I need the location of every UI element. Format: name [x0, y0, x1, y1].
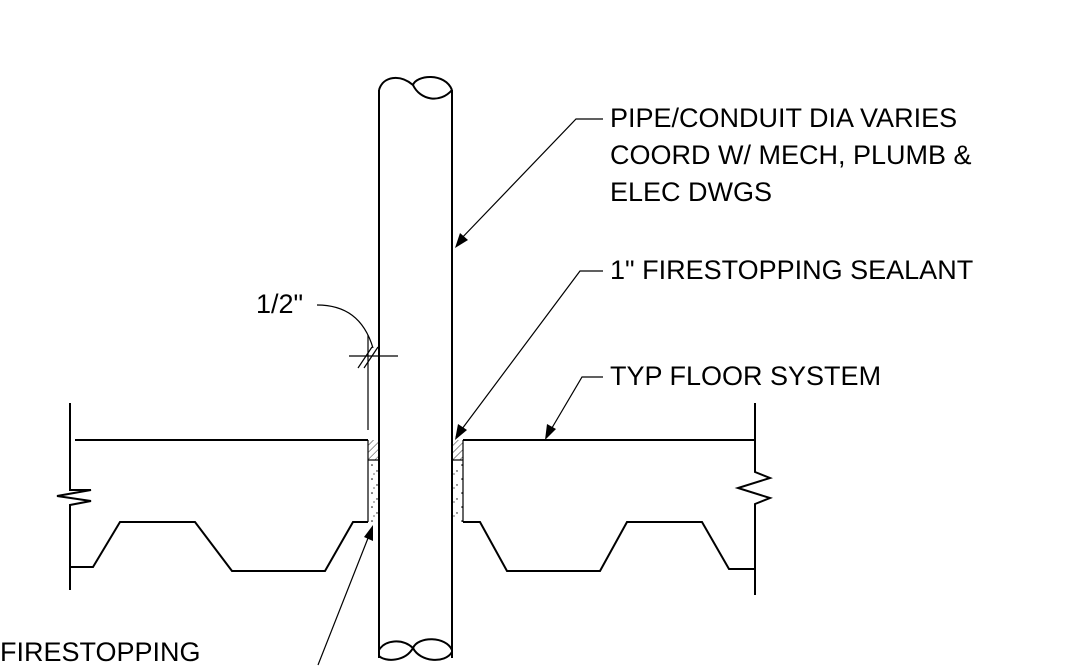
pipe-note-line3: ELEC DWGS [610, 177, 773, 207]
pipe-note-line1: PIPE/CONDUIT DIA VARIES [610, 103, 958, 133]
firestopping-note: FIRESTOPPING [0, 637, 201, 667]
pipe-conduit [378, 76, 453, 661]
leader-pipe [455, 118, 603, 248]
leader-firestopping [317, 525, 373, 666]
firestopping-fill [367, 440, 464, 522]
floor-slab-right [463, 403, 773, 595]
leader-sealant [455, 270, 603, 440]
leader-floor [545, 376, 603, 440]
dimension-half-inch [316, 304, 398, 430]
sealant-note: 1" FIRESTOPPING SEALANT [610, 255, 974, 285]
floor-note: TYP FLOOR SYSTEM [610, 361, 882, 391]
dimension-label: 1/2" [256, 289, 304, 319]
pipe-note-line2: COORD W/ MECH, PLUMB & [610, 140, 972, 170]
floor-slab-left [56, 403, 368, 590]
